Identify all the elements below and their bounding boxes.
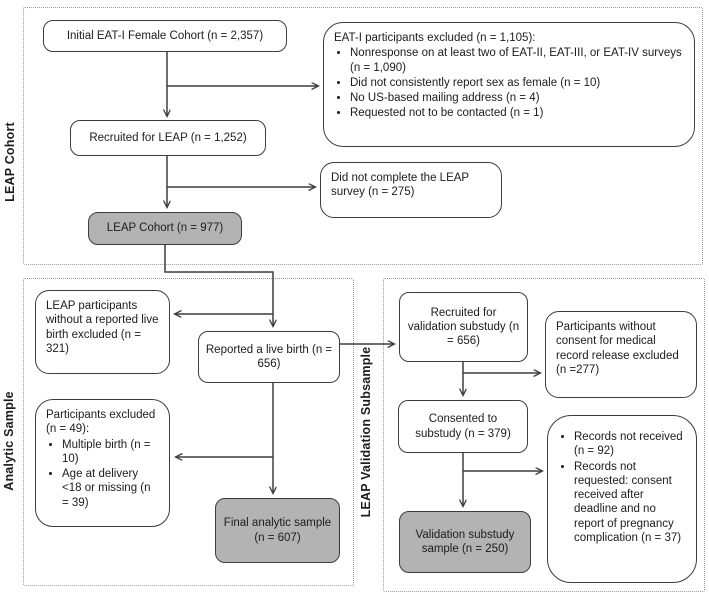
box-final-analytic-sample: Final analytic sample (n = 607): [215, 498, 340, 563]
box-final-analytic-sample-text: Final analytic sample (n = 607): [223, 517, 332, 544]
box-records: Records not received (n = 92) Records no…: [547, 415, 697, 583]
box-no-consent: Participants without consent for medical…: [545, 311, 697, 398]
bullet-item: Records not requested: consent received …: [574, 460, 686, 546]
panel-leap-validation-subsample: [383, 278, 705, 592]
box-initial-cohort-text: Initial EAT-I Female Cohort (n = 2,357): [66, 29, 264, 42]
bullet-item: Requested not to be contacted (n = 1): [350, 106, 684, 120]
panel-label-analytic-sample: Analytic Sample: [2, 391, 16, 491]
bullet-item: Did not consistently report sex as femal…: [350, 76, 684, 90]
box-leap-cohort-final: LEAP Cohort (n = 977): [88, 212, 242, 245]
box-reported-live-birth-text: Reported a live birth (n = 656): [205, 343, 333, 370]
box-eat1-excluded: EAT-I participants excluded (n = 1,105):…: [323, 22, 695, 147]
box-recruited-leap-text: Recruited for LEAP (n = 1,252): [89, 131, 247, 144]
bullet-item: Nonresponse on at least two of EAT-II, E…: [350, 46, 684, 75]
box-eat1-excluded-title: EAT-I participants excluded (n = 1,105):: [334, 32, 536, 44]
box-excluded49: Participants excluded (n = 49): Multiple…: [35, 399, 170, 527]
box-excluded49-list: Multiple birth (n = 10) Age at delivery …: [46, 438, 159, 510]
panel-label-leap-cohort: LEAP Cohort: [3, 122, 17, 202]
box-not-complete-survey: Did not complete the LEAP survey (n = 27…: [320, 162, 502, 218]
box-leap-cohort-final-text: LEAP Cohort (n = 977): [106, 222, 224, 235]
panel-label-leap-validation-subsample: LEAP Validation Subsample: [359, 346, 373, 518]
box-initial-cohort: Initial EAT-I Female Cohort (n = 2,357): [43, 20, 287, 52]
box-reported-live-birth: Reported a live birth (n = 656): [198, 331, 340, 383]
box-records-list: Records not received (n = 92) Records no…: [558, 430, 686, 545]
panel-leap-cohort: [23, 7, 703, 265]
box-validation-sample-text: Validation substudy sample (n = 250): [415, 528, 515, 555]
box-consented-text: Consented to substudy (n = 379): [415, 413, 511, 440]
box-recruited-validation-text: Recruited for validation substudy (n = 6…: [407, 306, 520, 348]
box-excluded49-title: Participants excluded (n = 49):: [46, 409, 156, 436]
bullet-item: Multiple birth (n = 10): [62, 438, 159, 467]
box-recruited-leap: Recruited for LEAP (n = 1,252): [70, 120, 266, 156]
box-consented: Consented to substudy (n = 379): [398, 400, 528, 453]
bullet-item: No US-based mailing address (n = 4): [350, 91, 684, 105]
box-validation-sample: Validation substudy sample (n = 250): [399, 511, 531, 573]
box-no-live-birth: LEAP participants without a reported liv…: [35, 290, 170, 374]
bullet-item: Age at delivery <18 or missing (n = 39): [62, 467, 159, 510]
bullet-item: Records not received (n = 92): [574, 430, 686, 459]
box-no-live-birth-text: LEAP participants without a reported liv…: [46, 300, 159, 355]
box-eat1-excluded-list: Nonresponse on at least two of EAT-II, E…: [334, 46, 684, 120]
box-not-complete-survey-text: Did not complete the LEAP survey (n = 27…: [331, 172, 469, 199]
box-recruited-validation: Recruited for validation substudy (n = 6…: [399, 292, 528, 362]
box-no-consent-text: Participants without consent for medical…: [556, 321, 679, 376]
